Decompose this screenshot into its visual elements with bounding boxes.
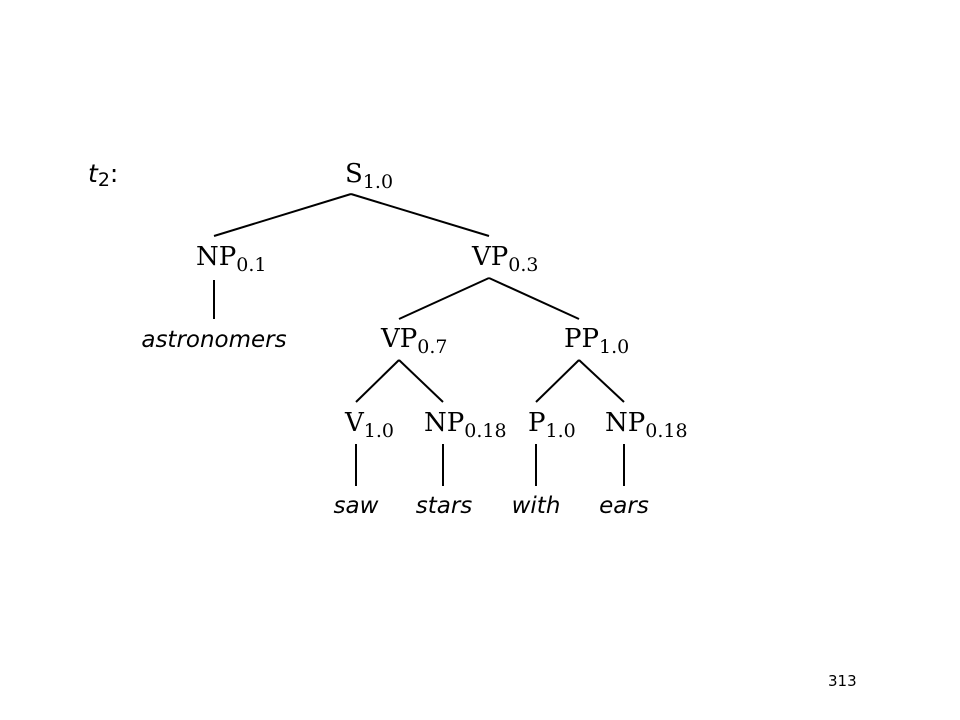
leaf-stars: stars — [416, 493, 473, 519]
node-vp-inner-label: VP — [380, 324, 417, 354]
edge-s-vp1 — [350, 193, 490, 237]
edge-s-np1 — [213, 193, 352, 237]
node-pp: PP1.0 — [564, 324, 629, 358]
node-p: P1.0 — [528, 408, 576, 442]
node-np-pp-object: NP0.18 — [605, 408, 688, 442]
node-np-pp-object-prob: 0.18 — [645, 420, 687, 442]
node-np-object-label: NP — [424, 408, 464, 438]
node-np-subject-prob: 0.1 — [236, 254, 266, 276]
edge-pp-p — [535, 359, 580, 403]
node-v: V1.0 — [344, 408, 394, 442]
page-number: 313 — [828, 672, 857, 690]
edge-vp2-np2 — [398, 359, 444, 403]
tree-label-letter: t — [88, 159, 99, 188]
node-vp-top-label: VP — [471, 242, 508, 272]
node-s-label: S — [345, 159, 363, 189]
node-pp-label: PP — [564, 324, 599, 354]
node-pp-prob: 1.0 — [599, 336, 629, 358]
node-s: S1.0 — [345, 159, 393, 193]
node-vp-top: VP0.3 — [471, 242, 539, 276]
node-np-object: NP0.18 — [424, 408, 507, 442]
node-np-subject: NP0.1 — [196, 242, 266, 276]
leaf-ears: ears — [599, 493, 649, 519]
edge-vp2-v — [355, 359, 400, 403]
node-np-object-prob: 0.18 — [464, 420, 506, 442]
tree-label-subscript: 2 — [98, 169, 110, 191]
leaf-saw: saw — [334, 493, 379, 519]
node-vp-inner: VP0.7 — [380, 324, 448, 358]
tree-edges — [213, 193, 625, 486]
leaf-astronomers: astronomers — [141, 327, 286, 353]
node-v-prob: 1.0 — [364, 420, 394, 442]
node-s-prob: 1.0 — [363, 171, 393, 193]
edge-vp1-pp — [488, 277, 580, 320]
node-np-subject-label: NP — [196, 242, 236, 272]
node-vp-inner-prob: 0.7 — [417, 336, 447, 358]
edge-pp-np3 — [578, 359, 625, 403]
node-p-label: P — [528, 408, 546, 438]
node-vp-top-prob: 0.3 — [508, 254, 538, 276]
node-np-pp-object-label: NP — [605, 408, 645, 438]
tree-label-colon: : — [110, 159, 118, 188]
leaf-with: with — [512, 493, 561, 519]
tree-label: t2: — [88, 159, 118, 191]
edge-vp1-vp2 — [398, 277, 490, 320]
node-p-prob: 1.0 — [546, 420, 576, 442]
node-v-label: V — [344, 408, 365, 438]
